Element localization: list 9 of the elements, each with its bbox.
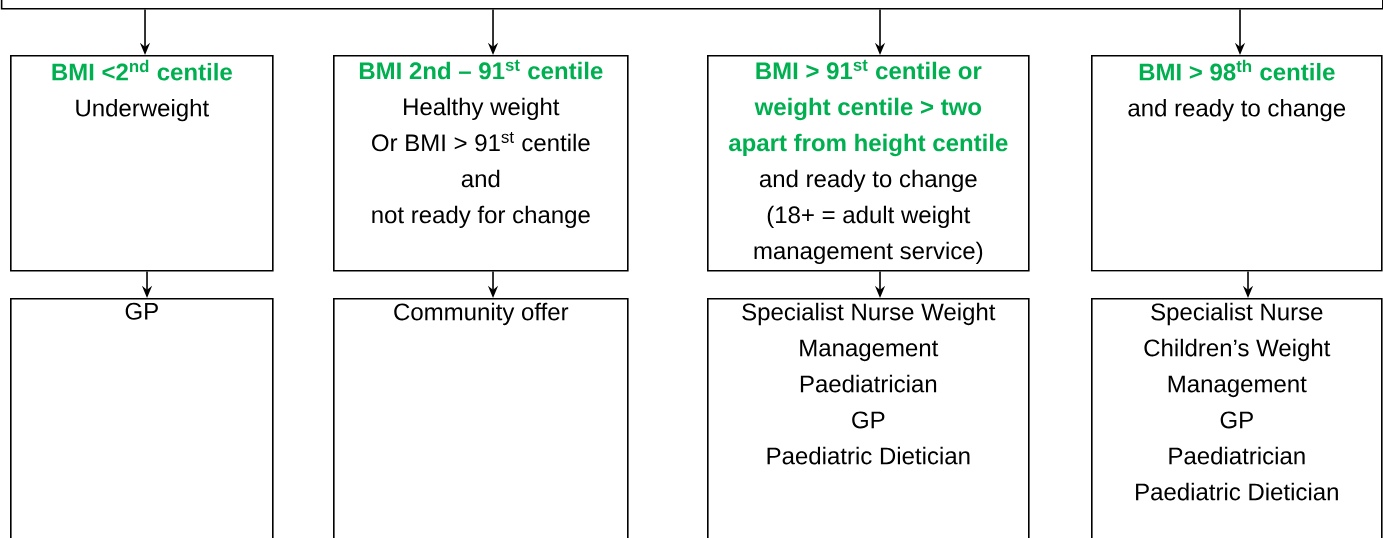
process-box: GP — [10, 298, 274, 538]
process-box: BMI > 91$^{st}$ centile or weight centile > two apart from height centile and ready to change (18+ = adult weight management service) — [707, 55, 1030, 272]
frame-box — [0, 0, 1383, 10]
process-box: Community offer — [333, 298, 629, 538]
process-box: Specialist Nurse Weight Management Paediatrician GP Paediatric Dietician — [707, 298, 1030, 538]
process-box: BMI <2$^{nd}$ centile Underweight — [10, 55, 274, 272]
process-box: BMI > 98$^{th}$ centile and ready to change — [1091, 55, 1383, 272]
process-box: Specialist Nurse Children’s Weight Management GP Paediatrician Paediatric Dietician — [1091, 298, 1383, 538]
process-box: BMI 2nd – 91$^{st}$ centile Healthy weight Or BMI > 91$^{st}$ centile and not ready for change — [333, 55, 629, 272]
